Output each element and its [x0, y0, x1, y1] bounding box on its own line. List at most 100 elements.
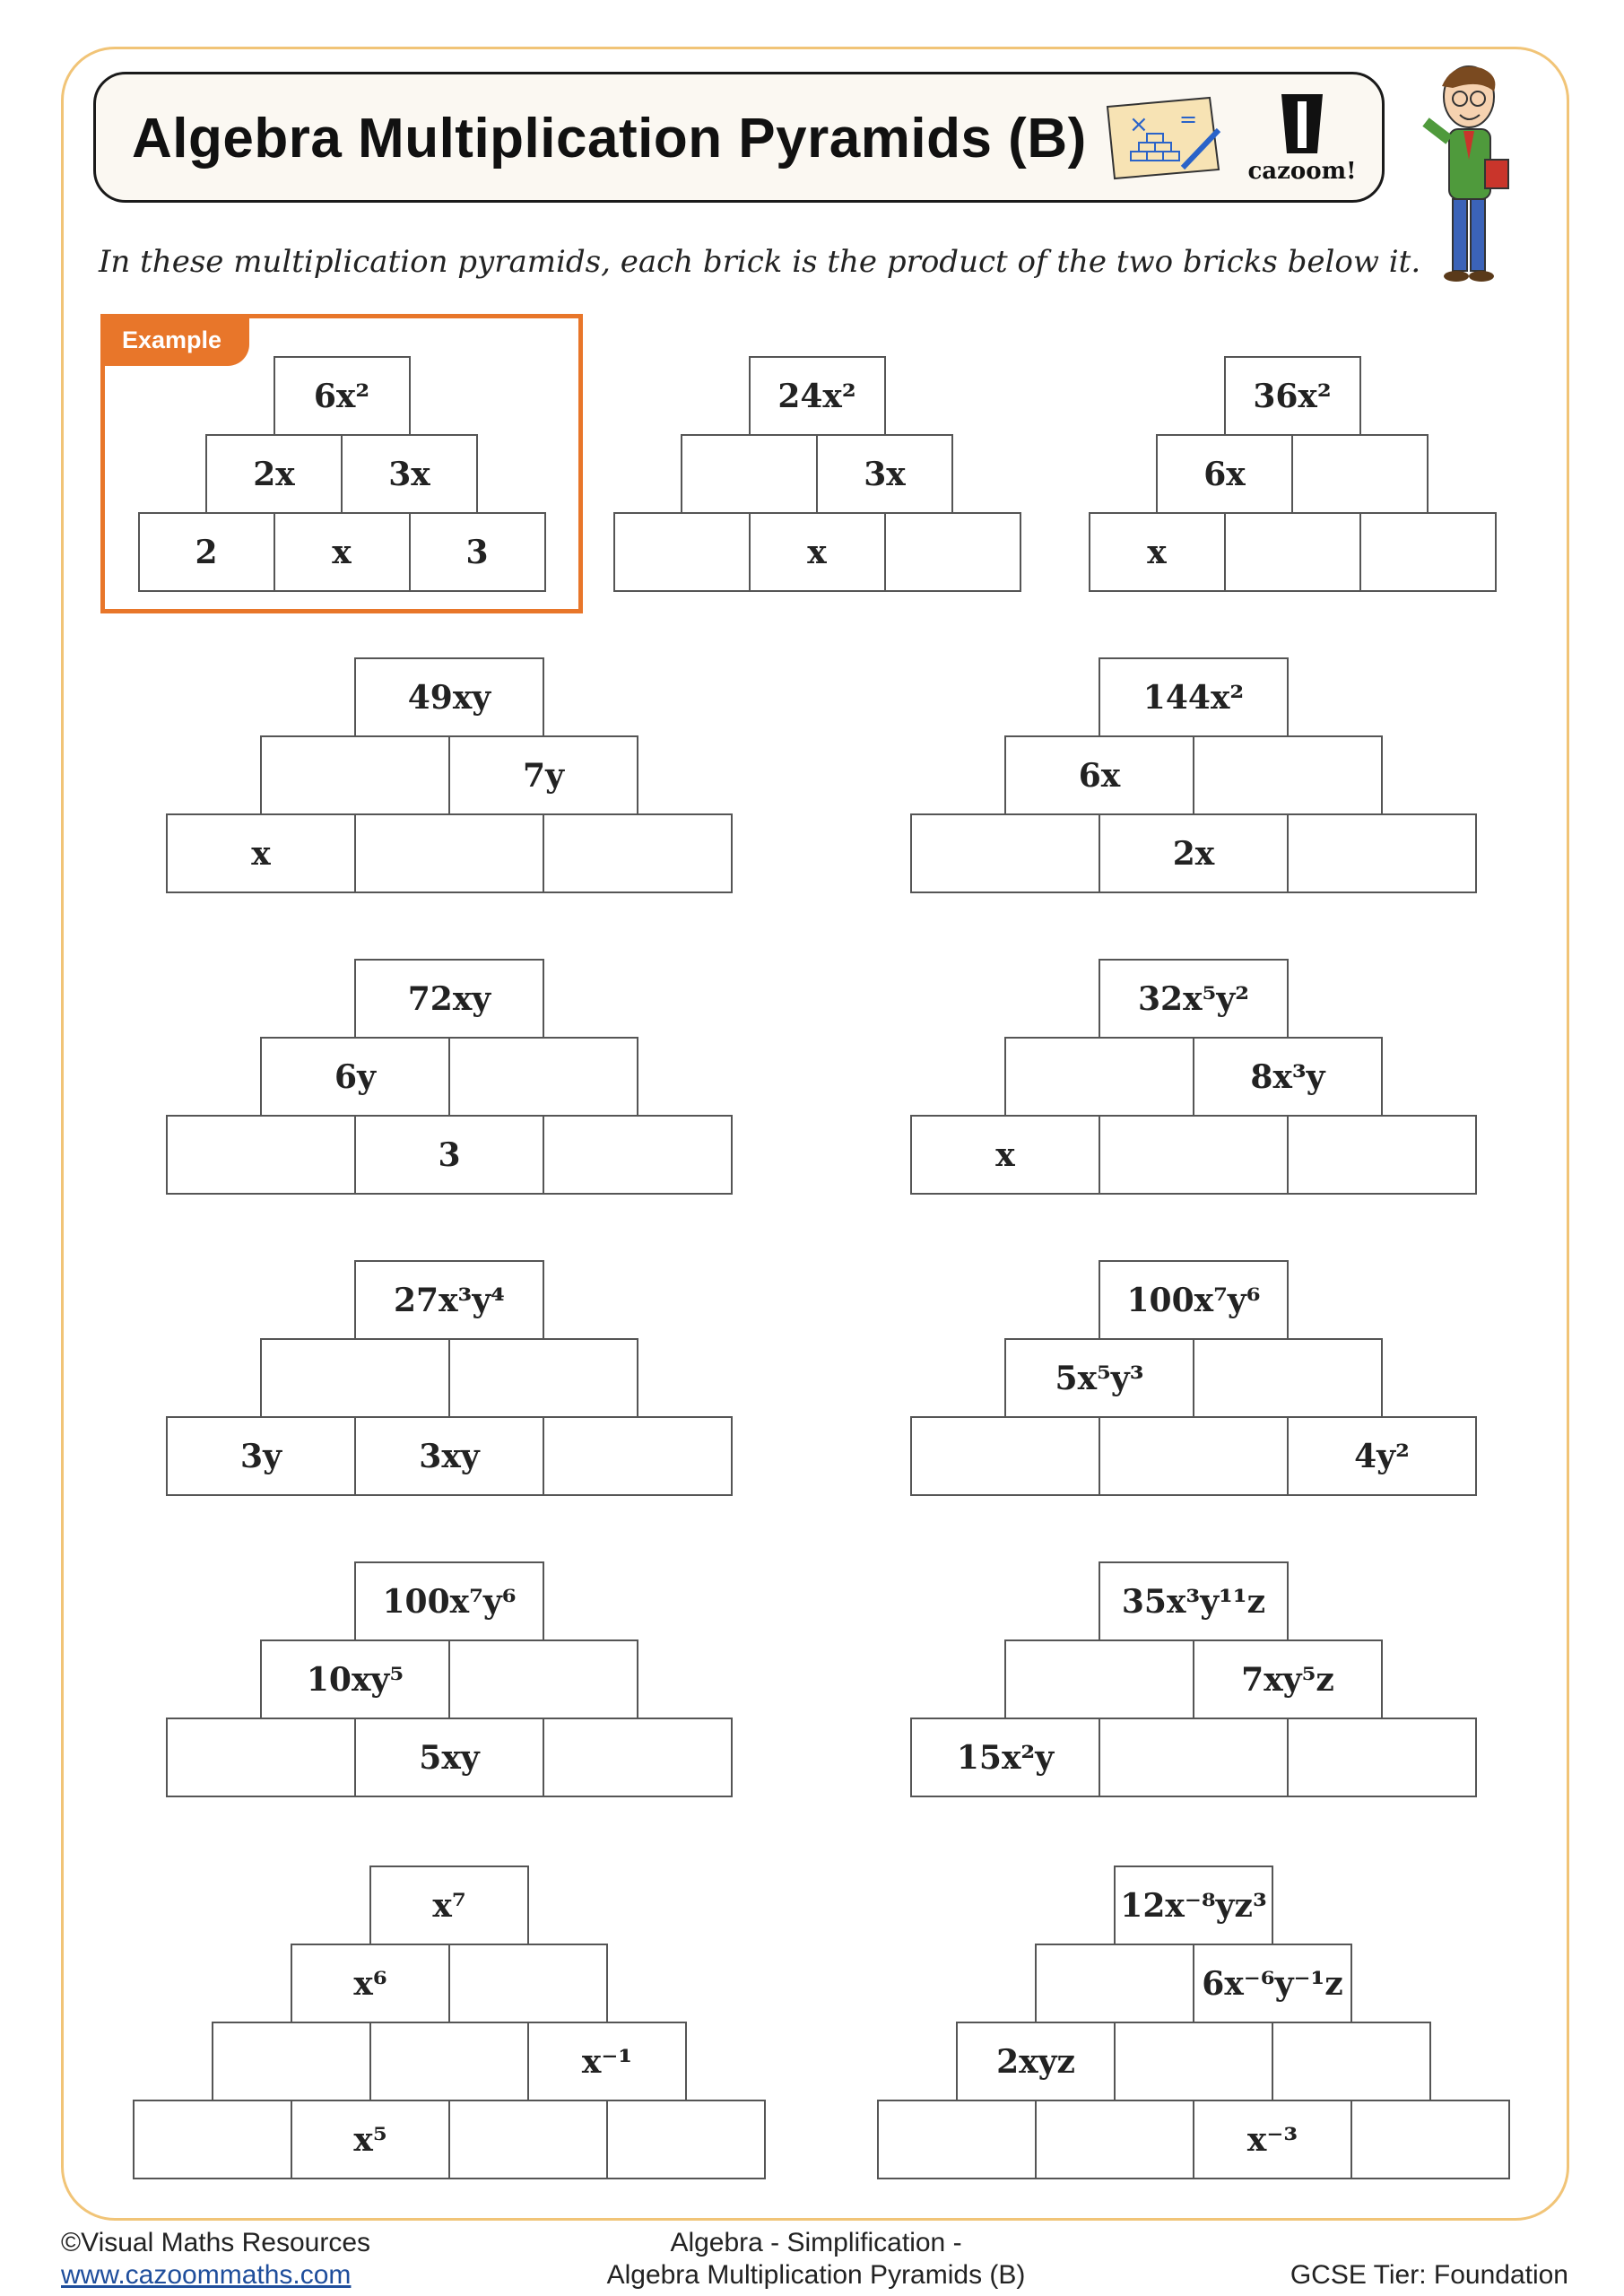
brick-p9-r2-c2[interactable]: [543, 1718, 733, 1797]
brick-p1-r1-c0[interactable]: [681, 434, 818, 514]
pyramid-note-icon: × =: [1106, 96, 1221, 180]
brick-p5-r2-c0[interactable]: [166, 1115, 356, 1195]
brick-p11-r2-c2: x⁻¹: [527, 2022, 687, 2101]
brick-p12-r3-c0[interactable]: [877, 2100, 1037, 2179]
brick-p11-r3-c2[interactable]: [448, 2100, 608, 2179]
brick-p12-r1-c1: 6x⁻⁶y⁻¹z: [1193, 1944, 1352, 2023]
brick-p6-r2-c0: x: [910, 1115, 1100, 1195]
cazoom-logo-mark: cazoom!: [1247, 94, 1357, 185]
brick-p11-r3-c1: x⁵: [291, 2100, 450, 2179]
brick-p11-r3-c0[interactable]: [133, 2100, 292, 2179]
brick-p5-r0-c0: 72xy: [354, 959, 544, 1039]
brick-p8-r2-c2: 4y²: [1287, 1416, 1477, 1496]
brick-p8-r2-c1[interactable]: [1099, 1416, 1289, 1496]
brick-p12-r3-c3[interactable]: [1350, 2100, 1510, 2179]
brick-p7-r1-c0[interactable]: [260, 1338, 450, 1418]
svg-text:cazoom!: cazoom!: [1247, 158, 1356, 185]
brick-example-r1-c1: 3x: [341, 434, 478, 514]
brick-p7-r0-c0: 27x³y⁴: [354, 1260, 544, 1340]
brick-p4-r0-c0: 144x²: [1099, 657, 1289, 737]
brick-p4-r2-c2[interactable]: [1287, 813, 1477, 893]
brick-p2-r2-c2[interactable]: [1359, 512, 1497, 592]
brick-p4-r2-c0[interactable]: [910, 813, 1100, 893]
brick-p7-r2-c2[interactable]: [543, 1416, 733, 1496]
brick-p6-r1-c1: 8x³y: [1193, 1037, 1383, 1117]
brick-p4-r1-c1[interactable]: [1193, 735, 1383, 815]
brick-p1-r2-c2[interactable]: [883, 512, 1021, 592]
brick-p9-r2-c0[interactable]: [166, 1718, 356, 1797]
brick-p10-r1-c1: 7xy⁵z: [1193, 1639, 1383, 1719]
brick-p12-r1-c0[interactable]: [1035, 1944, 1194, 2023]
brick-p12-r3-c2: x⁻³: [1193, 2100, 1352, 2179]
brick-p10-r2-c1[interactable]: [1099, 1718, 1289, 1797]
brick-p10-r2-c0: 15x²y: [910, 1718, 1100, 1797]
topic-line-2: Algebra Multiplication Pyramids (B): [606, 2260, 1026, 2290]
brick-p7-r1-c1[interactable]: [448, 1338, 638, 1418]
brick-p5-r1-c0: 6y: [260, 1037, 450, 1117]
brick-example-r2-c1: x: [273, 512, 411, 592]
brick-p3-r0-c0: 49xy: [354, 657, 544, 737]
brick-p12-r0-c0: 12x⁻⁸yz³: [1114, 1866, 1273, 1945]
brick-p1-r1-c1: 3x: [816, 434, 953, 514]
brick-p7-r2-c0: 3y: [166, 1416, 356, 1496]
brick-p8-r2-c0[interactable]: [910, 1416, 1100, 1496]
brick-p4-r2-c1: 2x: [1099, 813, 1289, 893]
brick-p5-r1-c1[interactable]: [448, 1037, 638, 1117]
brick-p2-r1-c0: 6x: [1156, 434, 1293, 514]
brick-p6-r2-c1[interactable]: [1099, 1115, 1289, 1195]
brick-p11-r2-c1[interactable]: [369, 2022, 529, 2101]
svg-text:=: =: [1179, 107, 1197, 132]
brick-p6-r1-c0[interactable]: [1004, 1037, 1194, 1117]
brick-p2-r2-c1[interactable]: [1223, 512, 1361, 592]
tier-label: GCSE Tier: Foundation: [1290, 2260, 1568, 2290]
example-box: [100, 314, 583, 613]
brick-p5-r2-c1: 3: [354, 1115, 544, 1195]
example-label: Example: [100, 314, 249, 366]
brick-p11-r2-c0[interactable]: [212, 2022, 371, 2101]
brick-p11-r3-c3[interactable]: [606, 2100, 766, 2179]
brick-p12-r2-c0: 2xyz: [956, 2022, 1116, 2101]
brick-p10-r1-c0[interactable]: [1004, 1639, 1194, 1719]
instructions: In these multiplication pyramids, each b…: [99, 244, 1421, 280]
brick-p11-r0-c0: x⁷: [369, 1866, 529, 1945]
brick-p6-r2-c2[interactable]: [1287, 1115, 1477, 1195]
brick-p1-r2-c0[interactable]: [612, 512, 751, 592]
copyright-text: ©Visual Maths Resources: [61, 2228, 371, 2257]
brick-example-r2-c2: 3: [408, 512, 546, 592]
brick-example-r1-c0: 2x: [205, 434, 343, 514]
brick-p1-r2-c1: x: [748, 512, 886, 592]
brick-p12-r2-c2[interactable]: [1272, 2022, 1431, 2101]
website-link[interactable]: www.cazoommaths.com: [61, 2260, 352, 2290]
brick-example-r0-c0: 6x²: [273, 356, 411, 436]
brick-p9-r1-c0: 10xy⁵: [260, 1639, 450, 1719]
brick-p3-r2-c0: x: [166, 813, 356, 893]
brick-p12-r3-c1[interactable]: [1035, 2100, 1194, 2179]
svg-text:×: ×: [1129, 111, 1149, 138]
brick-p10-r2-c2[interactable]: [1287, 1718, 1477, 1797]
brick-p5-r2-c2[interactable]: [543, 1115, 733, 1195]
page-title: Algebra Multiplication Pyramids (B): [132, 108, 1087, 170]
brick-p3-r1-c0[interactable]: [260, 735, 450, 815]
title-banner: Algebra Multiplication Pyramids (B) × = …: [93, 72, 1385, 203]
brick-p4-r1-c0: 6x: [1004, 735, 1194, 815]
brick-p2-r0-c0: 36x²: [1223, 356, 1361, 436]
brick-p11-r1-c0: x⁶: [291, 1944, 450, 2023]
brick-p2-r2-c0: x: [1088, 512, 1226, 592]
page-border: [61, 47, 1569, 2221]
brick-p6-r0-c0: 32x⁵y²: [1099, 959, 1289, 1039]
brick-p9-r2-c1: 5xy: [354, 1718, 544, 1797]
brick-p8-r1-c1[interactable]: [1193, 1338, 1383, 1418]
brick-p2-r1-c1[interactable]: [1291, 434, 1429, 514]
cazoom-logo: cazoom!: [1246, 91, 1359, 187]
topic-line-1: Algebra - Simplification -: [670, 2228, 962, 2257]
brick-p9-r1-c1[interactable]: [448, 1639, 638, 1719]
brick-p3-r1-c1: 7y: [448, 735, 638, 815]
brick-example-r2-c0: 2: [137, 512, 275, 592]
brick-p8-r1-c0: 5x⁵y³: [1004, 1338, 1194, 1418]
brick-p1-r0-c0: 24x²: [748, 356, 886, 436]
brick-p3-r2-c1[interactable]: [354, 813, 544, 893]
brick-p12-r2-c1[interactable]: [1114, 2022, 1273, 2101]
brick-p11-r1-c1[interactable]: [448, 1944, 608, 2023]
brick-p3-r2-c2[interactable]: [543, 813, 733, 893]
brick-p7-r2-c1: 3xy: [354, 1416, 544, 1496]
